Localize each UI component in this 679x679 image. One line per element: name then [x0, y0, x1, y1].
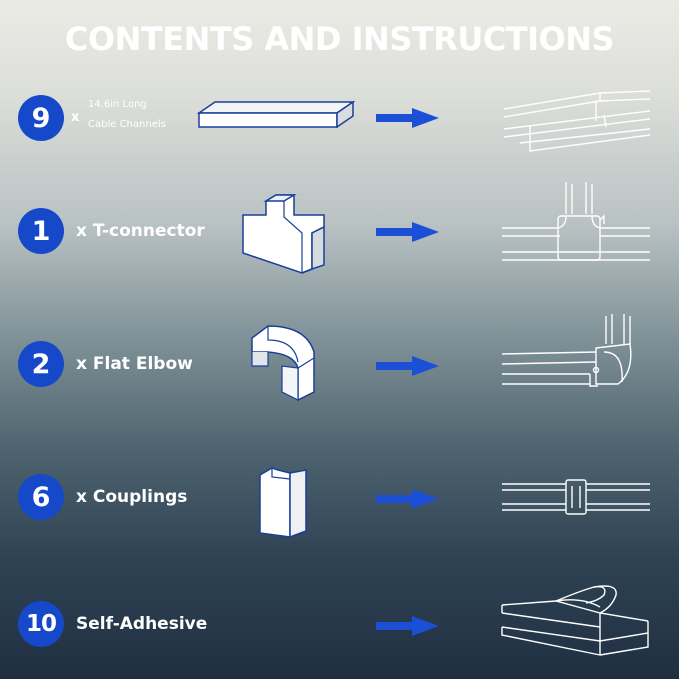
couplings-label: x Couplings	[76, 487, 188, 507]
quantity-badge-self-adhesive: 10	[18, 601, 64, 647]
cable-channel-length-label: 14.6in Long	[88, 99, 147, 110]
arrow-right-icon	[376, 356, 439, 376]
arrow-right-icon	[376, 489, 439, 509]
t-connector-label: x T-connector	[76, 221, 205, 241]
adhesive-tape-diagram-icon	[501, 585, 649, 656]
t-connector-assembly-diagram	[502, 182, 650, 261]
page-title: CONTENTS AND INSTRUCTIONS	[64, 20, 615, 58]
quantity-badge-flat-elbow: 2	[18, 341, 64, 387]
cable-channel-assembly-diagram	[503, 90, 651, 152]
arrow-right-icon	[376, 108, 439, 128]
flat-elbow-assembly-diagram	[501, 314, 632, 387]
cable-channel-icon	[196, 100, 356, 129]
multiplier-sign: x	[71, 110, 80, 125]
flat-elbow-label: x Flat Elbow	[76, 354, 193, 374]
quantity-badge-t-connector: 1	[18, 208, 64, 254]
arrow-right-icon	[376, 616, 439, 636]
quantity-badge-cable-channels: 9	[18, 95, 64, 141]
quantity-badge-couplings: 6	[18, 474, 64, 520]
arrow-right-icon	[376, 222, 439, 242]
cable-channel-name-label: Cable Channels	[88, 119, 166, 130]
coupling-assembly-diagram	[502, 479, 650, 515]
coupling-icon	[259, 467, 307, 539]
t-connector-icon	[242, 194, 325, 274]
flat-elbow-icon	[251, 325, 315, 402]
self-adhesive-label: Self-Adhesive	[76, 614, 208, 634]
